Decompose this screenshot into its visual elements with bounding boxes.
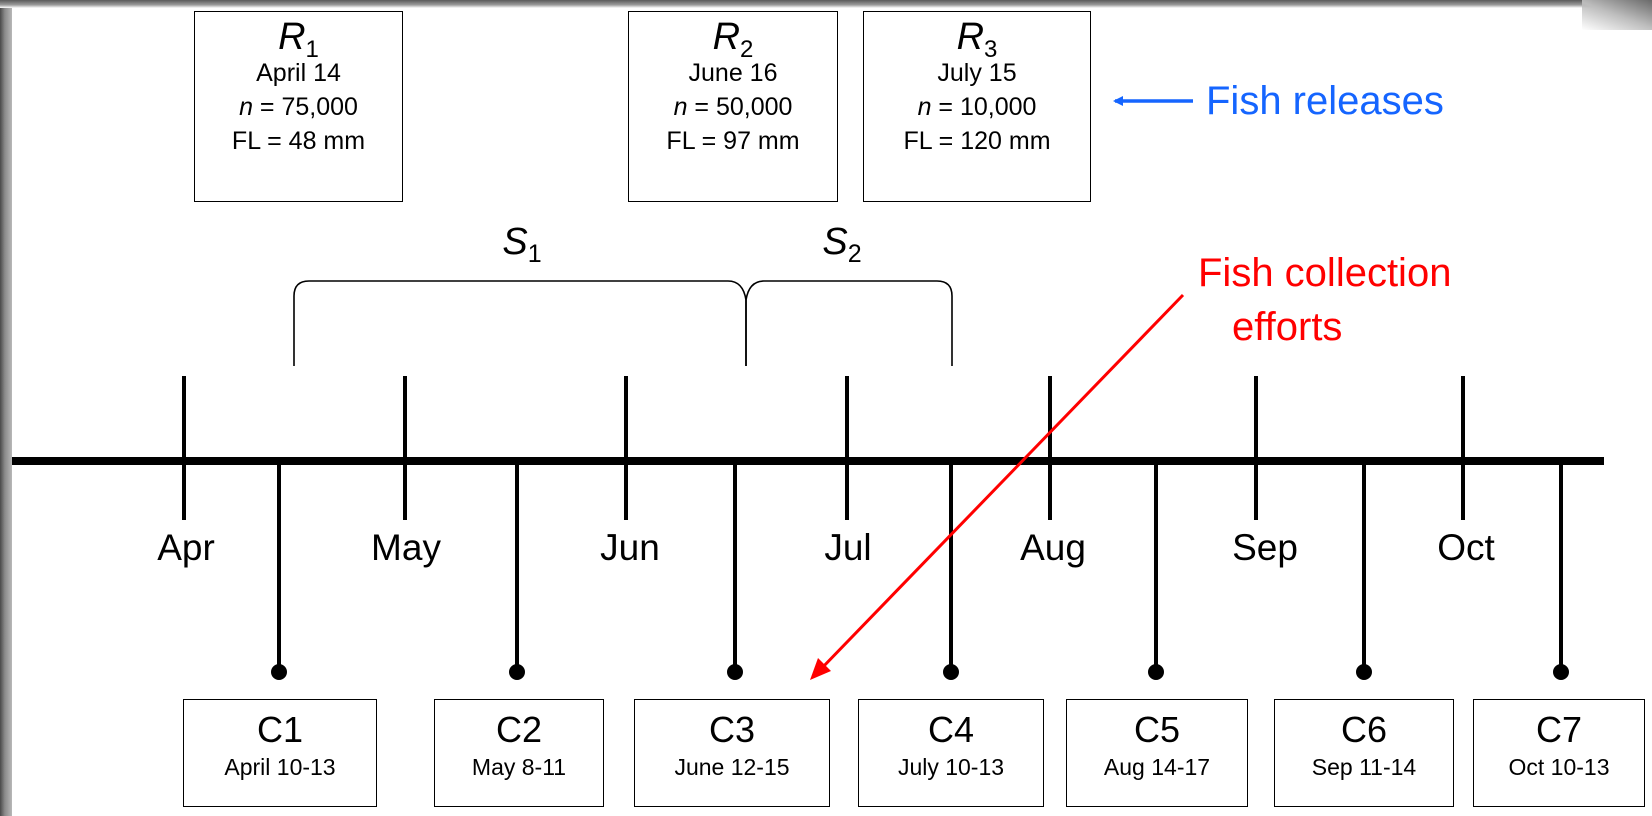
- c4-dot: [943, 664, 959, 680]
- collection-dates: Oct 10-13: [1508, 754, 1610, 780]
- release-date: June 16: [688, 59, 778, 87]
- release-box-r2: R2 June 16 n = 50,000 FL = 97 mm: [628, 11, 838, 202]
- collection-box-c4: C4 July 10-13: [858, 699, 1044, 807]
- collection-arrow-line: [818, 293, 1185, 672]
- collection-name: C7: [1535, 709, 1583, 750]
- release-fork-length: FL = 97 mm: [666, 127, 800, 155]
- month-label-aug: Aug: [1020, 527, 1086, 568]
- c6-dot: [1356, 664, 1372, 680]
- season-s1-label: S1: [502, 221, 542, 268]
- collection-name: C3: [708, 709, 756, 750]
- collection-dates: April 10-13: [224, 754, 336, 780]
- collection-arrow-head: [810, 658, 831, 680]
- c1-dot: [271, 664, 287, 680]
- month-label-jul: Jul: [824, 527, 872, 568]
- collection-dates: July 10-13: [897, 754, 1005, 780]
- collection-box-c2: C2 May 8-11: [434, 699, 604, 807]
- collection-name: C4: [927, 709, 975, 750]
- release-box-r3: R3 July 15 n = 10,000 FL = 120 mm: [863, 11, 1091, 202]
- fish-collection-label-line2: efforts: [1232, 305, 1343, 349]
- photo-border-left: [0, 0, 12, 816]
- month-label-oct: Oct: [1437, 527, 1495, 568]
- collection-name: C5: [1133, 709, 1181, 750]
- collection-markers: [271, 461, 1569, 680]
- release-fork-length: FL = 48 mm: [231, 127, 366, 155]
- c3-dot: [727, 664, 743, 680]
- photo-border-corner: [1582, 0, 1652, 30]
- collection-dates: May 8-11: [471, 754, 567, 780]
- release-date: April 14: [256, 59, 341, 87]
- s1-bracket: [293, 280, 747, 366]
- c5-dot: [1148, 664, 1164, 680]
- release-count: n = 50,000: [673, 93, 793, 121]
- month-label-may: May: [371, 527, 441, 568]
- c7-dot: [1553, 664, 1569, 680]
- collection-name: C1: [256, 709, 304, 750]
- collection-dates: June 12-15: [674, 754, 790, 780]
- collection-box-c5: C5 Aug 14-17: [1066, 699, 1248, 807]
- month-ticks: [182, 376, 1465, 520]
- fish-releases-label: Fish releases: [1206, 79, 1444, 123]
- collection-box-c1: C1 April 10-13: [183, 699, 377, 807]
- release-name: R1: [278, 16, 319, 63]
- collection-box-c3: C3 June 12-15: [634, 699, 830, 807]
- season-s2-label: S2: [822, 221, 862, 268]
- c2-dot: [509, 664, 525, 680]
- fish-collection-label-line1: Fish collection: [1198, 251, 1452, 295]
- s2-bracket: [745, 280, 953, 366]
- month-label-apr: Apr: [157, 527, 215, 568]
- collection-dates: Aug 14-17: [1103, 754, 1211, 780]
- release-count: n = 75,000: [239, 93, 358, 121]
- release-fork-length: FL = 120 mm: [903, 127, 1051, 155]
- month-label-jun: Jun: [600, 527, 660, 568]
- release-date: July 15: [937, 59, 1017, 87]
- release-box-r1: R1 April 14 n = 75,000 FL = 48 mm: [194, 11, 403, 202]
- collection-name: C2: [495, 709, 543, 750]
- photo-border-top: [0, 0, 1652, 8]
- collection-box-c7: C7 Oct 10-13: [1473, 699, 1645, 807]
- release-name: R3: [956, 16, 998, 63]
- collection-box-c6: C6 Sep 11-14: [1274, 699, 1454, 807]
- release-name: R2: [712, 16, 754, 63]
- collection-dates: Sep 11-14: [1311, 754, 1417, 780]
- collection-name: C6: [1340, 709, 1388, 750]
- release-count: n = 10,000: [917, 93, 1037, 121]
- month-label-sep: Sep: [1232, 527, 1298, 568]
